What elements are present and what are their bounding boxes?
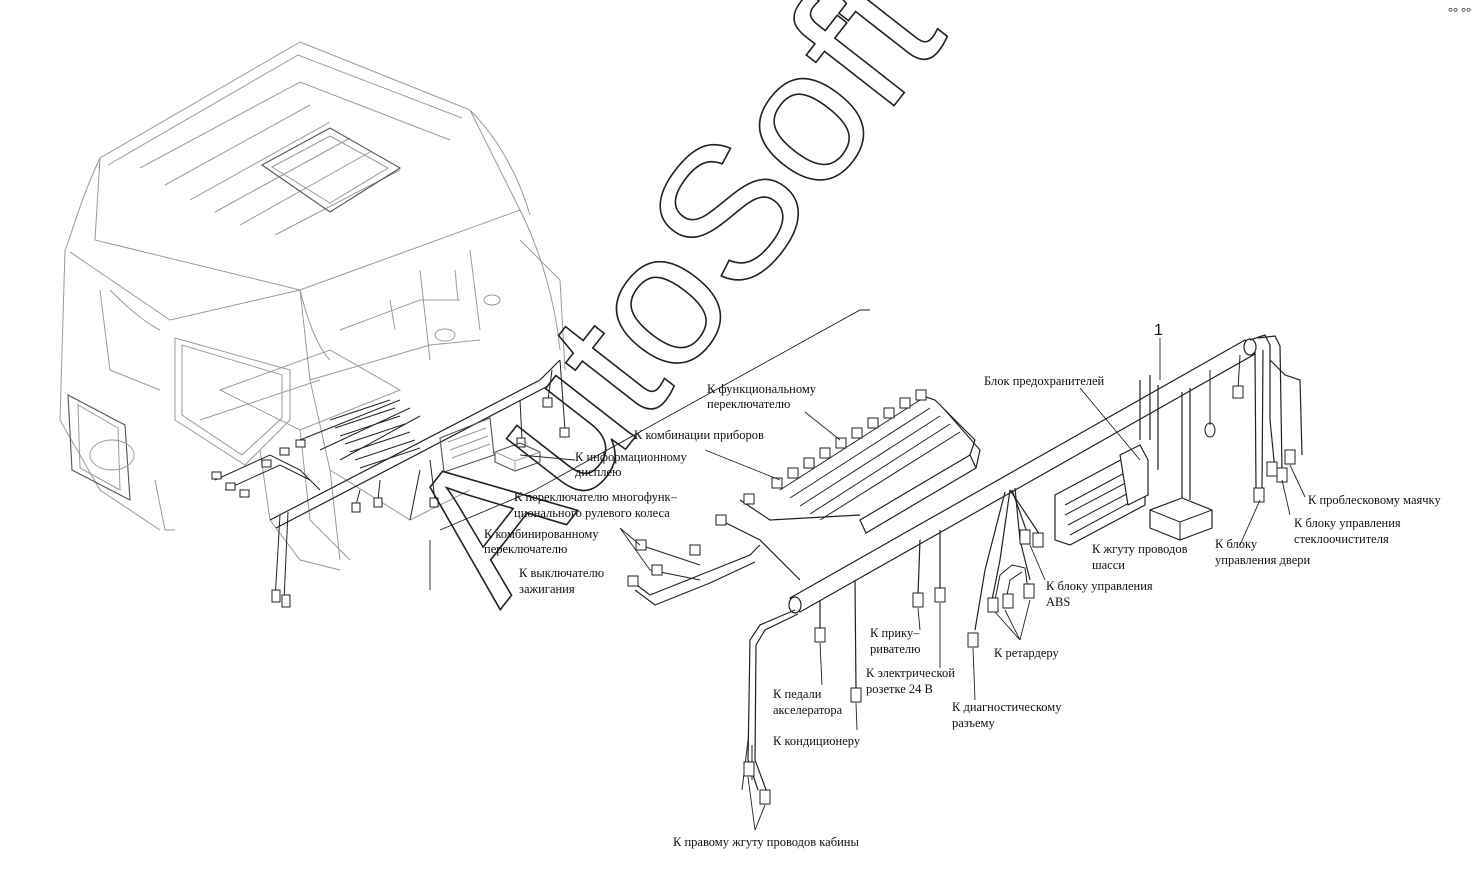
corner-mark: °° °°° [1448, 5, 1472, 19]
label-functional-switch-2: переключателю [707, 397, 790, 411]
label-chassis-harness-2: шасси [1092, 558, 1125, 572]
label-air-conditioner: К кондиционеру [773, 734, 861, 748]
label-wiper-control-1: К блоку управления [1294, 516, 1401, 530]
cab-harness-installed [211, 359, 570, 608]
part-number: 1 [1154, 322, 1163, 339]
label-retarder: К ретардеру [994, 646, 1060, 660]
label-abs-control-2: ABS [1046, 595, 1070, 609]
label-combined-switch-2: переключателю [484, 542, 567, 556]
label-wiper-control-2: стеклоочистителя [1294, 532, 1389, 546]
label-ignition-switch-1: К выключателю [519, 566, 604, 580]
main-harness [627, 334, 1303, 805]
label-right-cab-harness: К правому жгуту проводов кабины [673, 835, 859, 849]
label-multifunction-wheel-1: К переключателю многофунк– [514, 490, 678, 504]
truck-cab-drawing [59, 41, 566, 571]
label-info-display-2: дисплею [575, 465, 621, 479]
label-multifunction-wheel-2: ционального рулевого колеса [514, 506, 670, 520]
label-fuse-box: Блок предохранителей [984, 374, 1105, 388]
label-info-display-1: К информационному [575, 450, 688, 464]
label-diagnostic-1: К диагностическому [952, 700, 1062, 714]
label-abs-control-1: К блоку управления [1046, 579, 1153, 593]
label-instrument-cluster: К комбинации приборов [634, 428, 764, 442]
label-trailer-2: ривателю [870, 642, 921, 656]
label-chassis-harness-1: К жгуту проводов [1092, 542, 1188, 556]
label-ignition-switch-2: зажигания [519, 582, 575, 596]
label-door-control-2: управления двери [1215, 553, 1311, 567]
label-combined-switch-1: К комбинированному [484, 527, 599, 541]
leader-lines [619, 338, 1306, 831]
label-socket-24v-1: К электрической [866, 666, 955, 680]
label-trailer-1: К прику– [870, 626, 920, 640]
label-diagnostic-2: разъему [952, 716, 995, 730]
label-functional-switch-1: К функциональному [707, 382, 817, 396]
label-accelerator-2: акселератора [773, 703, 843, 717]
label-accelerator-1: К педали [773, 687, 822, 701]
watermark: AutoSoft [364, 0, 981, 636]
label-socket-24v-2: розетке 24 В [866, 682, 933, 696]
label-beacon: К проблесковому маячку [1308, 493, 1441, 507]
label-door-control-1: К блоку [1215, 537, 1258, 551]
svg-text:AutoSoft: AutoSoft [365, 0, 981, 635]
labels: °° °°° 1 К функциональному переключателю… [484, 5, 1472, 849]
